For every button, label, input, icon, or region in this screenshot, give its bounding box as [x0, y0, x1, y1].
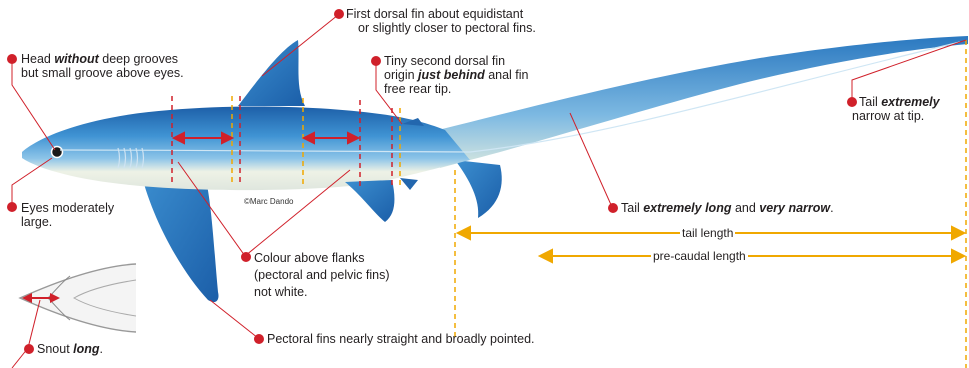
callout-dot-pectoral — [254, 334, 264, 344]
eye — [52, 147, 63, 158]
emphasis: just behind — [418, 68, 485, 82]
tail-length-label: tail length — [680, 226, 735, 240]
label-second-dorsal-fin: Tiny second dorsal fin origin just behin… — [384, 54, 529, 96]
label-head: Head without deep grooves but small groo… — [21, 52, 184, 80]
label-snout: Snout long. — [37, 342, 103, 356]
text: Tail — [859, 95, 881, 109]
shark-body — [22, 107, 470, 191]
callout-dot-colour — [241, 252, 251, 262]
label-line: free rear tip. — [384, 82, 529, 96]
artist-credit: ©Marc Dando — [244, 197, 293, 206]
label-line: or slightly closer to pectoral fins. — [346, 21, 536, 35]
label-line: but small groove above eyes. — [21, 66, 184, 80]
label-line: Colour above flanks — [254, 250, 389, 267]
text: anal fin — [485, 68, 529, 82]
callout-dot-tail-long — [608, 203, 618, 213]
label-line: large. — [21, 215, 114, 229]
label-line: not white. — [254, 284, 389, 301]
text: origin — [384, 68, 418, 82]
pelvic-fin — [345, 180, 394, 222]
label-first-dorsal-fin: First dorsal fin about equidistant or sl… — [346, 7, 536, 35]
text: Snout — [37, 342, 73, 356]
label-tail-long: Tail extremely long and very narrow. — [621, 201, 834, 215]
callout-dot-tail-tip — [847, 97, 857, 107]
precaudal-length-label: pre-caudal length — [651, 249, 748, 263]
emphasis: long — [73, 342, 99, 356]
callout-dot-dorsal2 — [371, 56, 381, 66]
label-line: (pectoral and pelvic fins) — [254, 267, 389, 284]
text: . — [830, 201, 833, 215]
text: Tail — [621, 201, 643, 215]
label-colour: Colour above flanks (pectoral and pelvic… — [254, 250, 389, 301]
label-pectoral-fins: Pectoral fins nearly straight and broadl… — [267, 332, 535, 346]
emphasis: without — [54, 52, 98, 66]
text: . — [100, 342, 103, 356]
emphasis: very narrow — [759, 201, 830, 215]
callout-dot-snout — [24, 344, 34, 354]
emphasis: extremely long — [643, 201, 731, 215]
label-line: narrow at tip. — [852, 109, 940, 123]
label-line: Tiny second dorsal fin — [384, 54, 529, 68]
text: and — [731, 201, 759, 215]
label-eyes: Eyes moderately large. — [21, 201, 114, 229]
label-line: Eyes moderately — [21, 201, 114, 215]
anal-fin — [400, 178, 418, 190]
label-tail-tip: Tail extremely narrow at tip. — [859, 95, 940, 123]
caudal-fin-lower-lobe — [455, 160, 502, 218]
emphasis: extremely — [881, 95, 939, 109]
text: Head — [21, 52, 54, 66]
label-line: First dorsal fin about equidistant — [346, 7, 536, 21]
snout-inset — [20, 264, 136, 332]
callout-dot-head — [7, 54, 17, 64]
callout-dot-eyes — [7, 202, 17, 212]
text: deep grooves — [99, 52, 178, 66]
callout-dot-dorsal1 — [334, 9, 344, 19]
